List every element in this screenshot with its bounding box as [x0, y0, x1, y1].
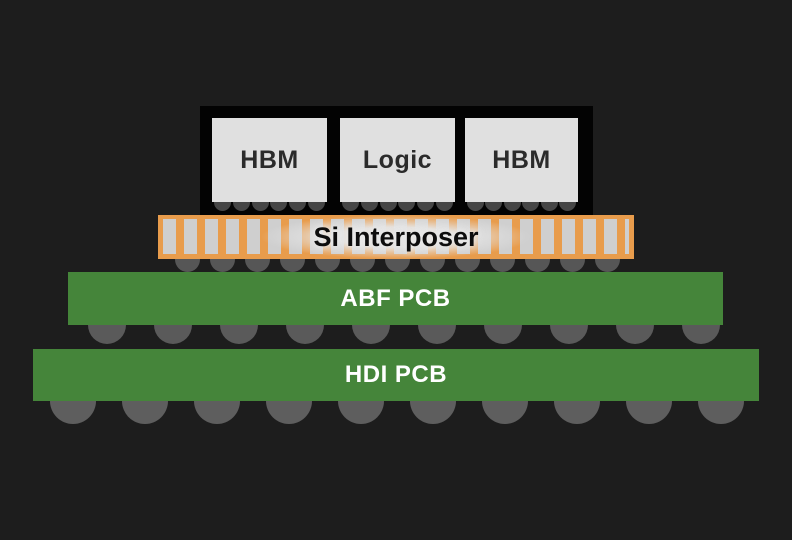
bga-ball	[122, 401, 168, 424]
die-logic: Logic	[340, 118, 455, 211]
c4-bump	[280, 259, 305, 272]
microbump	[232, 202, 250, 211]
si-interposer-layer: Si Interposer	[158, 215, 634, 259]
hdi-pcb-layer: HDI PCB	[33, 349, 759, 401]
c4-bump	[420, 259, 445, 272]
c4-bump	[245, 259, 270, 272]
microbump	[251, 202, 269, 211]
microbump	[558, 202, 576, 211]
die-hbm-left: HBM	[212, 118, 327, 211]
mid-bump	[88, 325, 126, 344]
die-label: HBM	[240, 145, 299, 174]
c4-bump	[490, 259, 515, 272]
microbump	[342, 202, 359, 211]
mid-bump	[220, 325, 258, 344]
die-hbm-right: HBM	[465, 118, 578, 211]
si-interposer-label: Si Interposer	[313, 221, 479, 252]
bga-ball	[338, 401, 384, 424]
bga-ball	[266, 401, 312, 424]
c4-bump	[525, 259, 550, 272]
mid-bump	[154, 325, 192, 344]
bga-ball	[698, 401, 744, 424]
microbump-row-left	[214, 202, 325, 211]
c4-bump	[350, 259, 375, 272]
mid-bump	[484, 325, 522, 344]
microbump	[417, 202, 435, 211]
mid-bump	[352, 325, 390, 344]
c4-bump	[315, 259, 340, 272]
bga-ball	[482, 401, 528, 424]
c4-bump	[175, 259, 200, 272]
c4-bump	[210, 259, 235, 272]
microbump	[485, 202, 503, 211]
c4-bump	[455, 259, 480, 272]
microbump	[379, 202, 397, 211]
bga-ball	[194, 401, 240, 424]
mid-bump	[682, 325, 720, 344]
bga-ball	[410, 401, 456, 424]
label-glow	[261, 215, 531, 259]
microbump	[522, 202, 540, 211]
mid-bump	[550, 325, 588, 344]
microbump	[435, 202, 453, 211]
microbump	[360, 202, 378, 211]
microbump	[289, 202, 307, 211]
c4-bump	[595, 259, 620, 272]
microbump	[307, 202, 325, 211]
abf-pcb-label: ABF PCB	[340, 284, 451, 312]
microbump-row-right	[467, 202, 576, 211]
package-lid: HBM Logic HBM	[200, 106, 593, 216]
die-label: Logic	[362, 145, 433, 174]
mid-bump	[418, 325, 456, 344]
c4-bump	[560, 259, 585, 272]
microbump	[467, 202, 484, 211]
bga-ball	[554, 401, 600, 424]
hdi-pcb-label: HDI PCB	[344, 361, 448, 388]
microbump	[270, 202, 288, 211]
mid-bump	[286, 325, 324, 344]
microbump	[398, 202, 416, 211]
microbump-row-center	[342, 202, 453, 211]
bga-ball	[50, 401, 96, 424]
microbump	[503, 202, 521, 211]
c4-bump	[385, 259, 410, 272]
microbump	[214, 202, 231, 211]
microbump	[540, 202, 558, 211]
mid-bump	[616, 325, 654, 344]
bga-ball	[626, 401, 672, 424]
die-label: HBM	[492, 145, 551, 174]
abf-pcb-layer: ABF PCB	[68, 272, 723, 325]
